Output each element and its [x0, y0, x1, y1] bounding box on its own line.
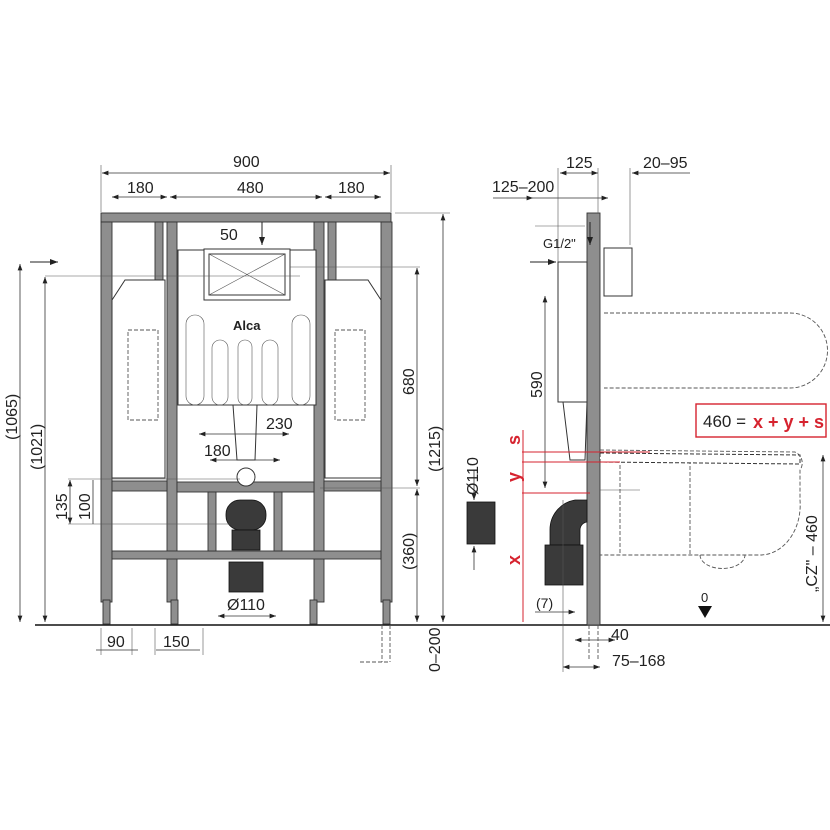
dim-pipe-110: Ø110: [227, 597, 265, 614]
dim-7: (7): [536, 595, 553, 611]
brand-logo: Alca: [233, 318, 261, 333]
flush-plate-box: [603, 247, 633, 297]
front-dimensions: [17, 165, 450, 663]
formula-right: x + y + s: [753, 412, 824, 432]
label-y: y: [504, 472, 524, 482]
formula-box: [695, 403, 827, 438]
dim-1021: (1021): [29, 424, 46, 470]
label-x: x: [504, 555, 524, 565]
dim-50: 50: [220, 227, 238, 244]
dim-1065: (1065): [4, 394, 21, 440]
dim-680: 680: [401, 368, 418, 395]
side-outlet-bend: [549, 499, 588, 546]
dim-1215: (1215): [427, 426, 444, 472]
outlet-bend: [225, 499, 267, 531]
dim-135: 135: [54, 493, 71, 520]
dim-pipe-110-side: Ø110: [465, 457, 482, 495]
dim-590: 590: [529, 371, 546, 398]
wall-hung-toilet: [599, 449, 803, 556]
dim-180-left: 180: [127, 180, 154, 197]
side-cistern: [557, 261, 588, 403]
side-frame: [586, 212, 601, 626]
cz-label: „CZ" – 460: [804, 515, 821, 592]
left-side-panel: [111, 279, 166, 479]
dim-150: 150: [163, 634, 190, 651]
dim-180-right: 180: [338, 180, 365, 197]
label-s: s: [504, 435, 524, 445]
drain-pipe: [228, 561, 264, 593]
dim-75-168: 75–168: [612, 653, 665, 670]
dim-90: 90: [107, 634, 125, 651]
dim-180-fixing: 180: [204, 443, 231, 460]
dim-0-200: 0–200: [427, 627, 444, 672]
dim-125: 125: [566, 155, 593, 172]
side-pipe-110: [466, 501, 496, 545]
dim-20-95: 20–95: [643, 155, 688, 172]
dim-125-200: 125–200: [492, 179, 554, 196]
formula-left: 460 =: [703, 412, 746, 431]
floor-zero-label: 0: [701, 590, 708, 605]
water-inlet-label: G1/2": [543, 236, 576, 251]
dim-100: 100: [77, 493, 94, 520]
dim-230: 230: [266, 416, 293, 433]
dim-900: 900: [233, 154, 260, 171]
front-frame: [100, 212, 393, 625]
dim-480: 480: [237, 180, 264, 197]
side-dimensions: [471, 168, 826, 672]
dim-360: (360): [401, 533, 418, 570]
right-side-panel: [324, 279, 382, 479]
dim-40: 40: [611, 627, 629, 644]
